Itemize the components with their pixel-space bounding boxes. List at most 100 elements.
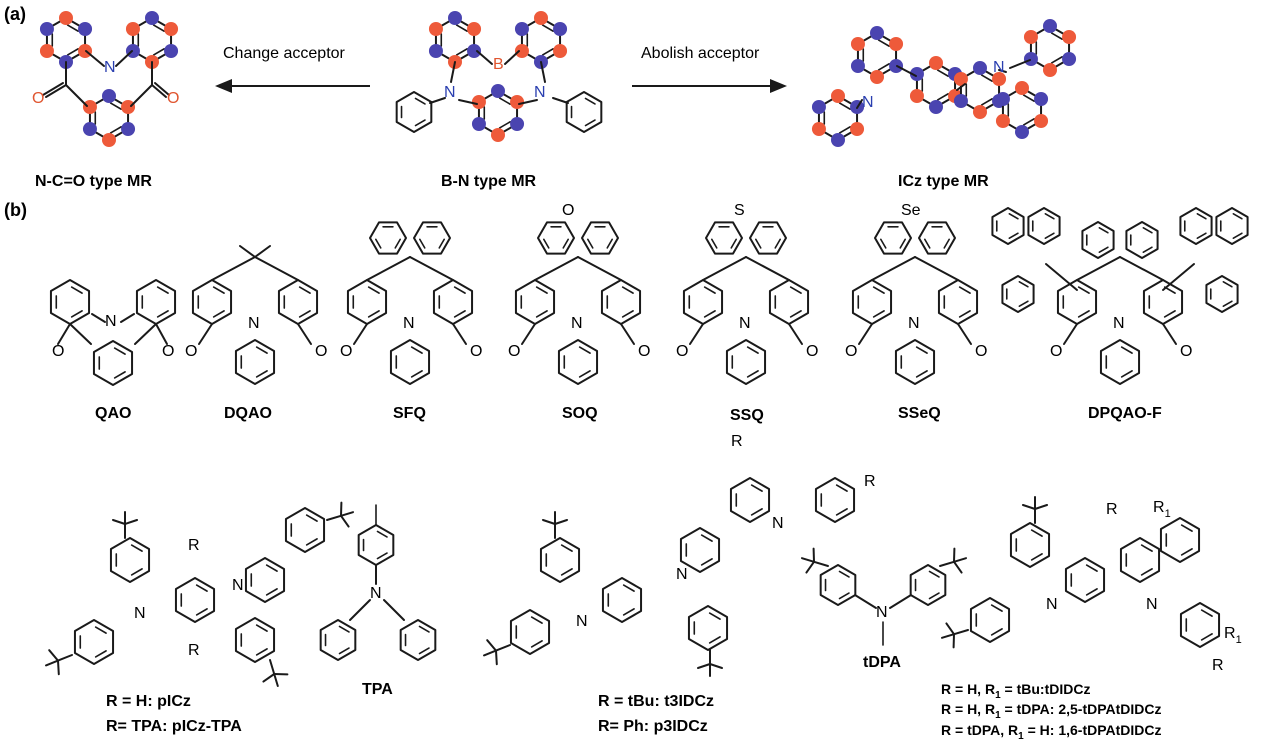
resonance-dot xyxy=(1015,125,1029,139)
compound-label-qao: QAO xyxy=(95,405,131,422)
resonance-dot xyxy=(553,22,568,36)
icz-ring-5 xyxy=(995,81,1049,139)
tbu-group xyxy=(801,547,829,574)
bn-mr-structure: B N N xyxy=(395,11,603,142)
core-ring-right xyxy=(1142,279,1184,325)
tdpa-n: N xyxy=(876,604,888,621)
resonance-dot xyxy=(428,22,443,36)
tdidcz-r1-top: R1 xyxy=(1153,499,1171,520)
tbu-group xyxy=(112,511,138,539)
resonance-dot xyxy=(850,37,865,51)
resonance-dot xyxy=(164,44,179,58)
tdidcz-n-2: N xyxy=(1146,596,1158,613)
td-r2 xyxy=(969,597,1011,643)
resonance-dot xyxy=(39,22,54,36)
td-r5 xyxy=(1159,517,1201,563)
t3-r4 xyxy=(679,527,721,573)
svg-text:O: O xyxy=(806,343,818,360)
caption-picz-2: R= TPA: pICz-TPA xyxy=(106,718,242,735)
nco-ring-topleft xyxy=(39,11,93,69)
tdpa-label: tDPA xyxy=(863,654,901,671)
dpqao-ph-right xyxy=(1205,275,1239,313)
resonance-dot xyxy=(1043,63,1057,77)
resonance-dot xyxy=(929,56,943,70)
arrow-abolish-acceptor-label: Abolish acceptor xyxy=(641,45,760,62)
core-ring-right xyxy=(600,279,642,325)
t3idcz-n-1: N xyxy=(772,515,784,532)
caption-icz-mr: ICz type MR xyxy=(898,173,989,190)
resonance-dot xyxy=(491,84,505,98)
resonance-dot xyxy=(39,44,54,58)
core-ring-bottom xyxy=(557,339,599,385)
picz-structure xyxy=(45,501,354,687)
caption-t3idcz-2: R= Ph: p3IDCz xyxy=(598,718,708,735)
caption-tdidcz-1: R = H, R1 = tBu:tDIDCz xyxy=(941,681,1090,701)
dpqao-ph-left xyxy=(1001,275,1035,313)
resonance-dot xyxy=(121,100,136,114)
t3idcz-r-top: R xyxy=(731,433,743,450)
caption-t3idcz-1: R = tBu: t3IDCz xyxy=(598,693,714,710)
t3idcz-n-2: N xyxy=(676,566,688,583)
svg-text:N: N xyxy=(571,315,583,332)
resonance-dot xyxy=(811,122,826,136)
dpqao-ph-top-right xyxy=(1125,221,1159,259)
sseq-spiro-left xyxy=(874,221,912,255)
svg-text:N: N xyxy=(105,313,117,330)
core-ring-left xyxy=(514,279,556,325)
nco-ring-bottom xyxy=(82,89,136,147)
bn-ring-bottom xyxy=(471,84,525,142)
tdpa-ring-right xyxy=(909,564,947,606)
resonance-dot xyxy=(1015,81,1029,95)
compound-label-ssq: SSQ xyxy=(730,407,764,424)
tbu-group xyxy=(542,511,568,539)
nco-n-atom: N xyxy=(104,59,116,76)
icz-ring-1 xyxy=(850,26,904,84)
resonance-dot xyxy=(510,95,525,109)
picz-r-bottom: R xyxy=(188,642,200,659)
tbu-group xyxy=(941,622,969,649)
picz-r4 xyxy=(244,557,286,603)
resonance-dot xyxy=(973,61,987,75)
svg-text:O: O xyxy=(508,343,520,360)
core-ring-left xyxy=(346,279,388,325)
resonance-dot xyxy=(82,122,97,136)
resonance-dot xyxy=(145,11,159,25)
bridge-o-soq: O xyxy=(562,202,574,219)
resonance-dot xyxy=(428,44,443,58)
svg-text:O: O xyxy=(1180,343,1192,360)
svg-text:O: O xyxy=(470,343,482,360)
resonance-dot xyxy=(471,117,486,131)
compound-label-dpqao-f: DPQAO-F xyxy=(1088,405,1162,422)
resonance-dot xyxy=(102,133,116,147)
core-ring-bottom xyxy=(894,339,936,385)
resonance-dot xyxy=(164,22,179,36)
icz-ring-2 xyxy=(811,89,865,147)
caption-picz-1: R = H: pICz xyxy=(106,693,191,710)
svg-text:N: N xyxy=(248,315,260,332)
svg-text:O: O xyxy=(676,343,688,360)
soq-spiro-right xyxy=(581,221,619,255)
resonance-dot xyxy=(831,89,845,103)
icz-ring-6 xyxy=(1023,19,1077,77)
td-r1 xyxy=(1009,522,1051,568)
resonance-dot xyxy=(1043,19,1057,33)
resonance-dot xyxy=(471,95,486,109)
panel-a-tag: (a) xyxy=(4,4,26,24)
resonance-dot xyxy=(1023,30,1038,44)
resonance-dot xyxy=(850,122,865,136)
icz-ring-4 xyxy=(953,61,1007,119)
t3-r5 xyxy=(729,477,771,523)
nco-o-atom-right: O xyxy=(167,90,179,107)
bn-ring-topright xyxy=(514,11,568,69)
svg-text:O: O xyxy=(845,343,857,360)
tbu-group xyxy=(45,649,73,676)
resonance-dot xyxy=(1023,52,1038,66)
resonance-dot xyxy=(448,11,462,25)
arrow-change-acceptor-label: Change acceptor xyxy=(223,45,346,62)
svg-text:O: O xyxy=(52,343,64,360)
caption-tdidcz-3: R = tDPA, R1 = H: 1,6-tDPAtDIDCz xyxy=(941,722,1162,742)
arrow-change-acceptor xyxy=(215,79,370,93)
